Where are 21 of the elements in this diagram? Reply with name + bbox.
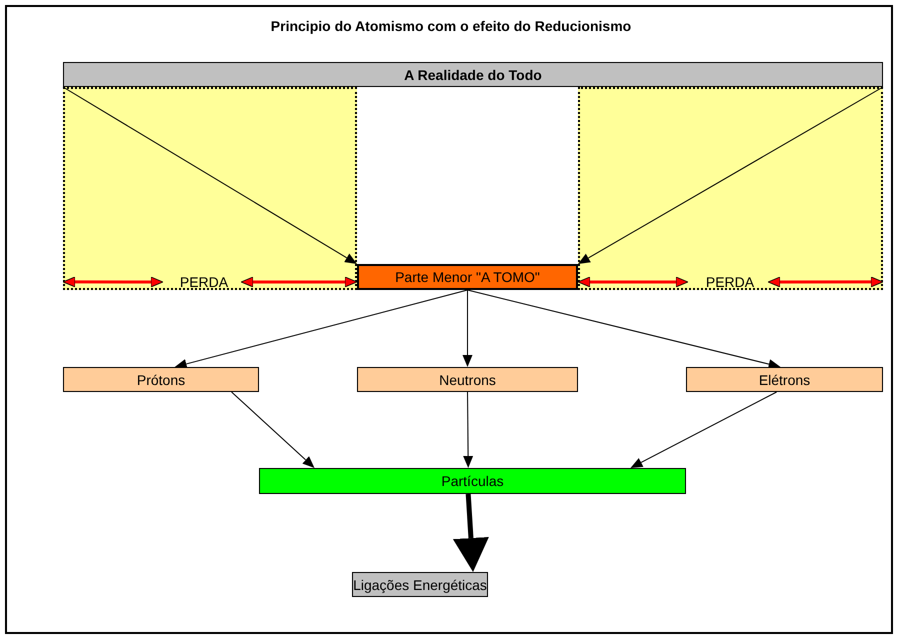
double-arrow — [578, 276, 688, 288]
arrow — [630, 392, 778, 468]
label-text: PERDA — [165, 274, 243, 294]
double-arrow — [768, 276, 884, 288]
process-box: Elétrons — [686, 367, 883, 392]
process-box: Partículas — [259, 468, 686, 494]
double-arrow — [240, 276, 358, 288]
arrow — [452, 494, 489, 572]
process-box: Neutrons — [357, 367, 578, 392]
arrow — [174, 290, 468, 369]
diagram-title: Principio do Atomismo com o efeito do Reducionismo — [270, 18, 632, 34]
arrow — [467, 290, 781, 369]
arrow — [462, 290, 472, 367]
process-box: Prótons — [63, 367, 259, 392]
arrow — [463, 392, 474, 468]
label-text: PERDA — [690, 274, 770, 294]
process-box: Ligações Energéticas — [352, 572, 488, 597]
arrow — [231, 392, 314, 468]
header-bar: A Realidade do Todo — [63, 62, 883, 87]
process-box: Parte Menor "A TOMO" — [357, 264, 578, 290]
double-arrow — [62, 276, 164, 288]
